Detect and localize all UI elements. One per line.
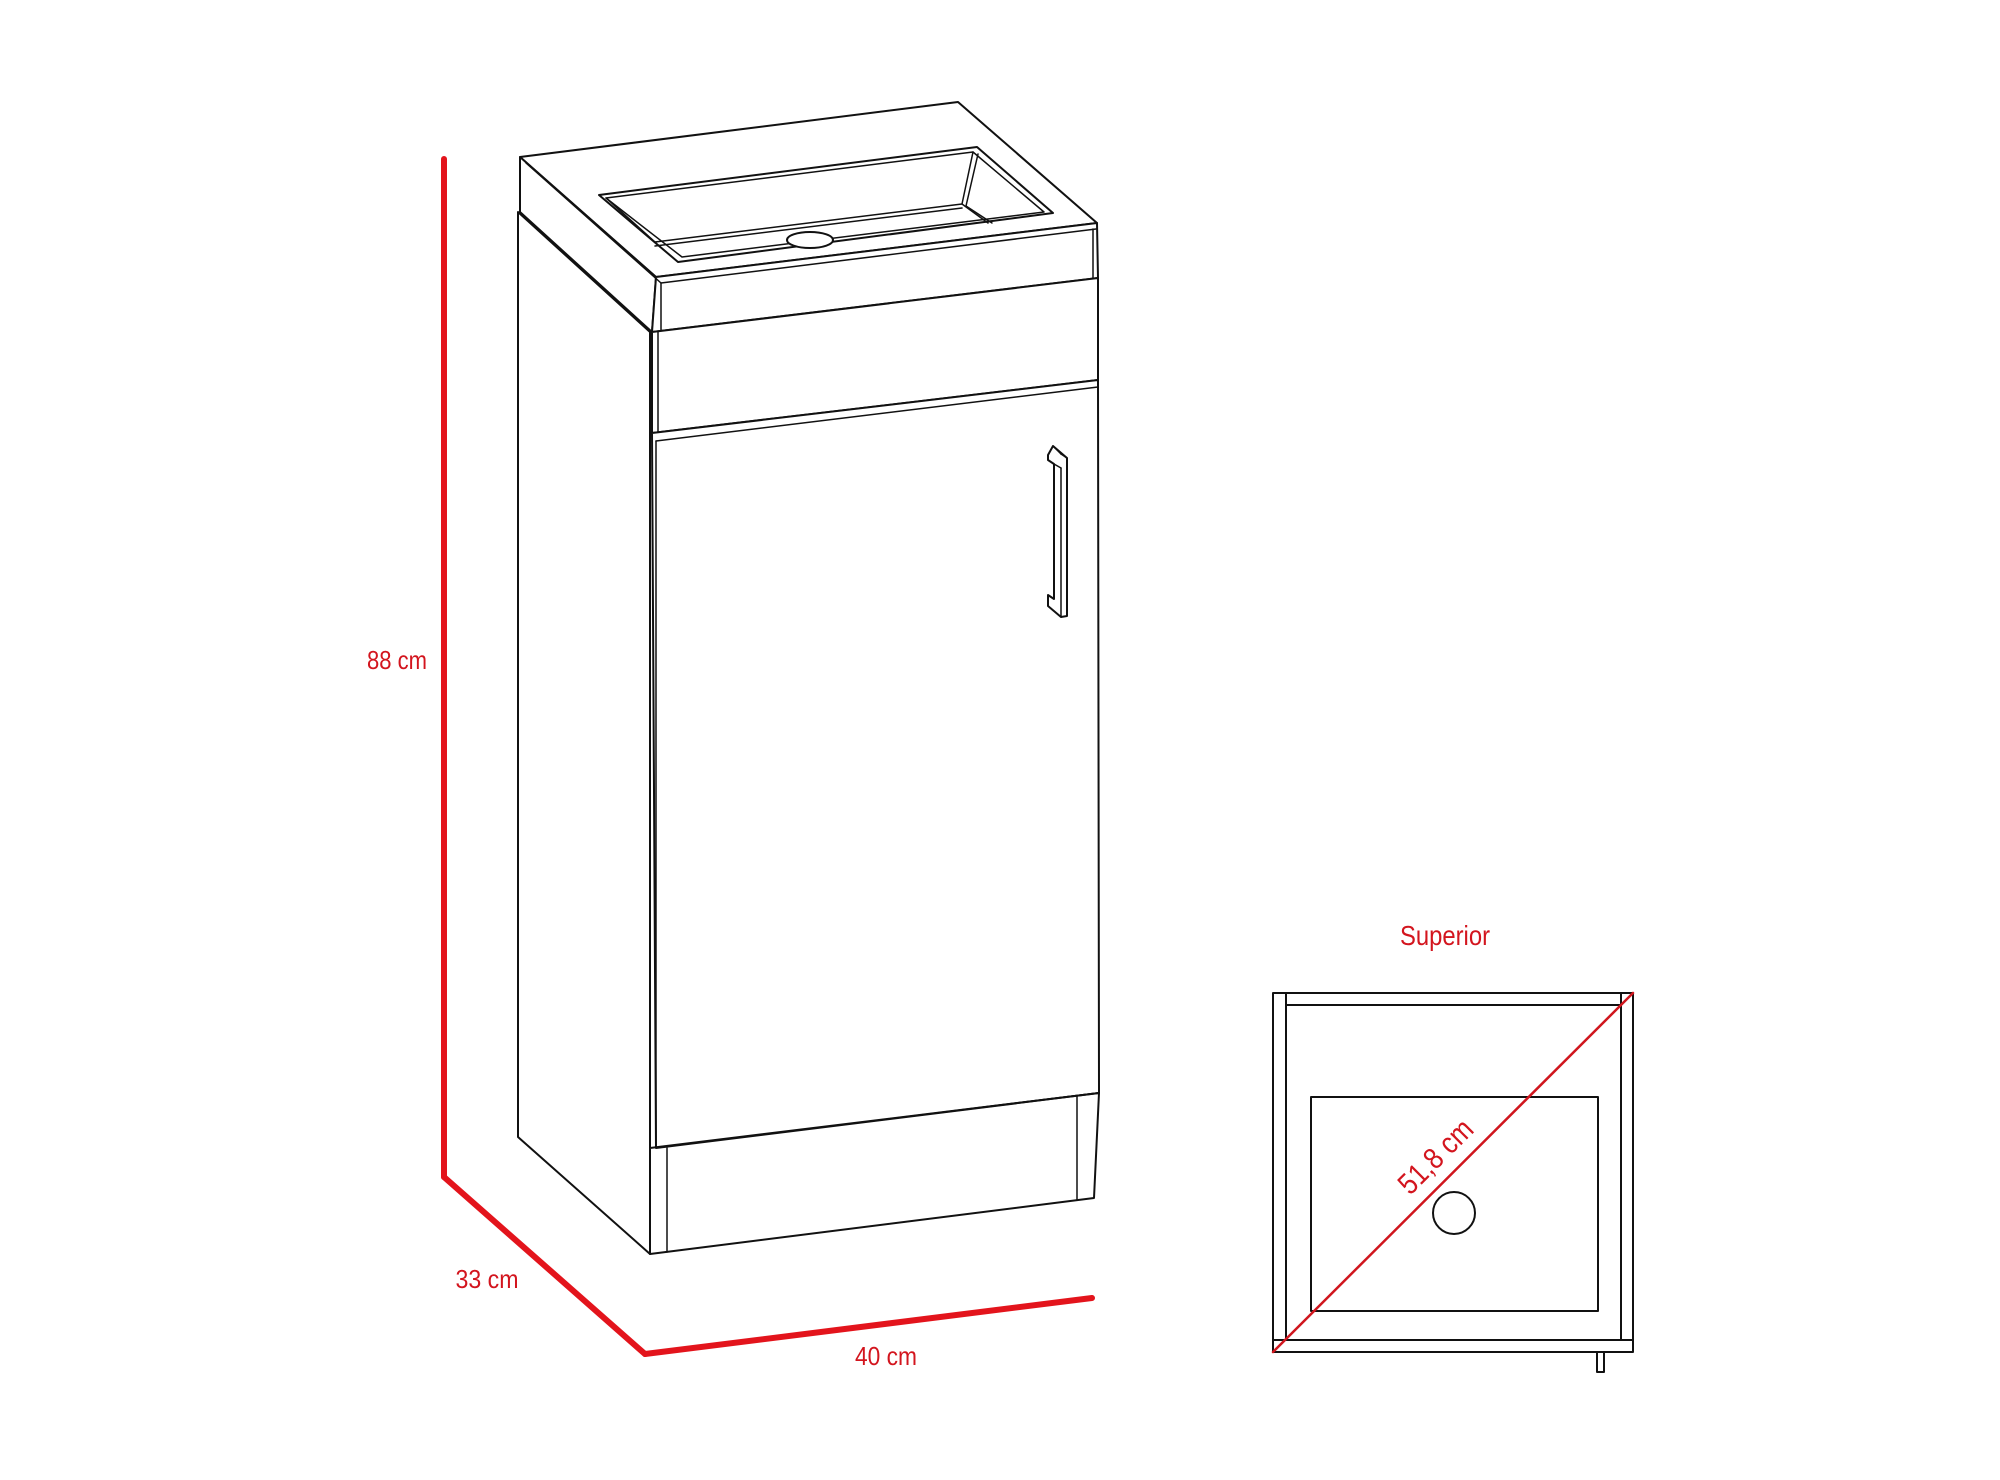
sink-back-wall-edge: [654, 207, 963, 247]
drain-hole-icon: [786, 231, 834, 249]
cabinet-isometric: [517, 101, 1100, 1255]
sink-floor-edge: [965, 205, 993, 224]
sink-inner-rim: [605, 151, 1045, 258]
door-handle-icon[interactable]: [1047, 445, 1068, 618]
sink-left-wall-edge: [605, 197, 656, 243]
depth-label: 33 cm: [456, 1264, 519, 1294]
top-view: Superior 51,8 cm: [1271, 920, 1635, 1373]
door-top-edge-line: [655, 386, 1099, 442]
countertop-bevel-line: [660, 228, 1097, 284]
sink-right-wall-edge: [965, 153, 979, 207]
cabinet-left-side: [517, 211, 651, 1255]
sink-right-wall-edge: [961, 151, 974, 205]
door-bottom-edge: [655, 1092, 1100, 1149]
cabinet-door[interactable]: [651, 379, 1100, 1149]
dimension-lines: 88 cm 33 cm 40 cm: [367, 156, 1095, 1371]
top-view-title: Superior: [1400, 920, 1490, 951]
sink-floor-edge: [961, 203, 989, 224]
sink-back-wall-edge: [654, 203, 963, 243]
height-label: 88 cm: [367, 645, 427, 675]
top-view-handle: [1596, 1351, 1605, 1373]
width-label: 40 cm: [855, 1341, 917, 1371]
countertop-bevel-line: [525, 162, 662, 284]
sink-basin: [598, 146, 1054, 263]
top-view-drain-icon: [1432, 1191, 1476, 1235]
depth-dimension-line: [441, 1174, 648, 1357]
diagonal-dimension-line: [1271, 991, 1635, 1354]
width-dimension-line: [642, 1295, 1095, 1357]
